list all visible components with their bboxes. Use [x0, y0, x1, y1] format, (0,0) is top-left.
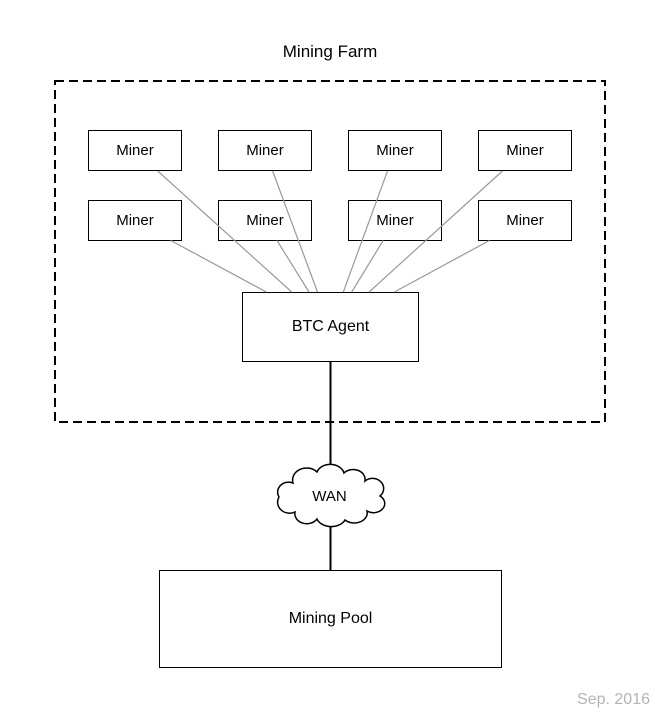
miner-node: Miner — [348, 130, 442, 171]
miner-label: Miner — [246, 212, 284, 229]
btc-agent-label: BTC Agent — [291, 318, 370, 335]
wan-cloud-label: WAN — [312, 488, 347, 505]
miner-label: Miner — [376, 142, 414, 159]
miner-node: Miner — [218, 130, 312, 171]
mining-pool-node: Mining Pool — [159, 570, 502, 668]
miner-label: Miner — [376, 212, 414, 229]
connector-line — [170, 239, 267, 293]
miner-node: Miner — [348, 200, 442, 241]
connector-line — [276, 240, 310, 293]
miner-label: Miner — [116, 142, 154, 159]
miner-label: Miner — [506, 212, 544, 229]
btc-agent-node: BTC Agent — [242, 292, 419, 362]
miner-node: Miner — [478, 200, 572, 241]
date-note: Sep. 2016 — [577, 691, 650, 708]
miner-node: Miner — [88, 130, 182, 171]
miner-label: Miner — [116, 212, 154, 229]
miner-label: Miner — [246, 142, 284, 159]
miner-node: Miner — [218, 200, 312, 241]
connector-line — [394, 239, 490, 293]
miner-node: Miner — [88, 200, 182, 241]
miner-node: Miner — [478, 130, 572, 171]
diagram-title: Mining Farm — [282, 42, 378, 61]
mining-pool-label: Mining Pool — [288, 610, 373, 627]
connector-line — [351, 240, 384, 293]
miner-label: Miner — [506, 142, 544, 159]
